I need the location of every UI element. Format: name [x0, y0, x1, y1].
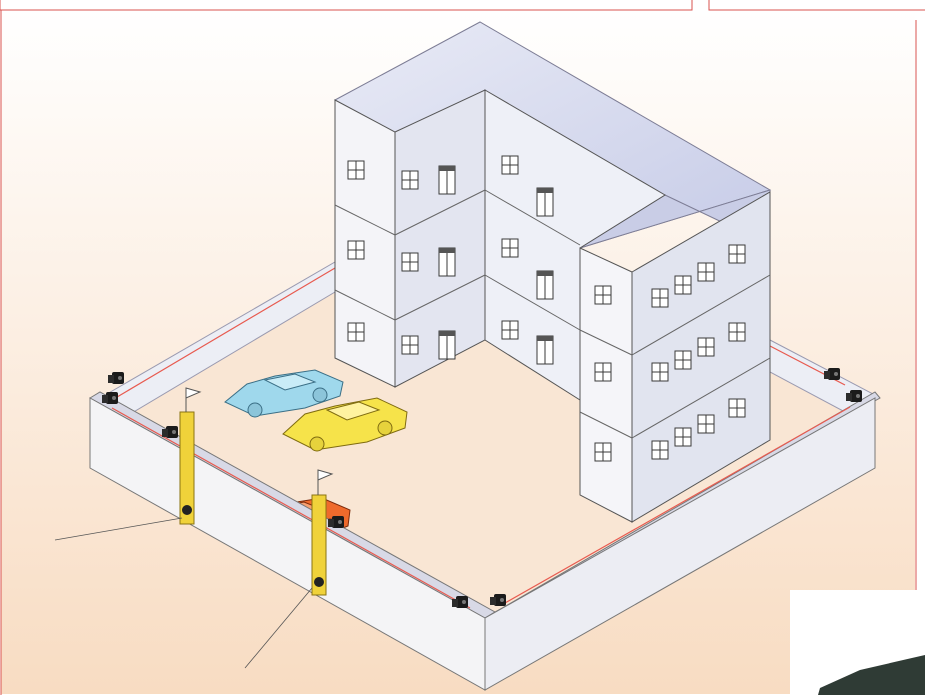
building-front-a: [335, 100, 395, 387]
